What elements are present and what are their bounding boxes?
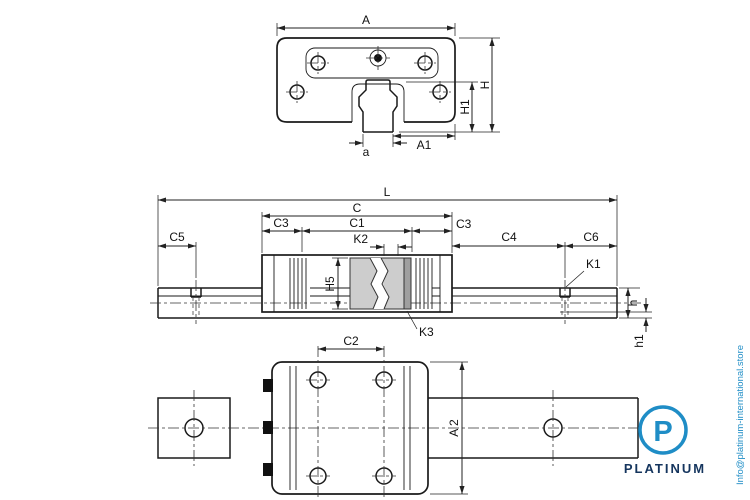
end-view-body (276, 37, 456, 133)
dim-label-A2: A 2 (447, 419, 461, 437)
dim-label-C3-right: C3 (456, 217, 472, 231)
seal-band-left (289, 258, 307, 309)
clamp-tab (263, 421, 273, 434)
dim-label-C4: C4 (501, 230, 517, 244)
side-view: L C C1 C3 C3 K2 C5 C4 C6 K1 (150, 185, 652, 348)
side-view-dimensions: L C C1 C3 C3 K2 C5 C4 C6 K1 (157, 185, 652, 348)
end-view-inner-boss (305, 47, 439, 79)
logo-circle (638, 405, 688, 455)
side-view-carriage (261, 254, 453, 313)
dim-label-H: H (478, 81, 492, 90)
top-view-carriage (263, 346, 429, 498)
end-seal-strip (403, 257, 412, 310)
dim-label-C2: C2 (343, 334, 359, 348)
dim-label-C1: C1 (349, 216, 365, 230)
dim-label-C6: C6 (583, 230, 599, 244)
logo-brand-text: PLATINUM (624, 461, 706, 476)
dim-label-a: a (363, 145, 370, 159)
logo-letter: P (653, 416, 672, 448)
top-view-dimensions: C2 A 2 (318, 334, 468, 495)
dim-label-L: L (384, 185, 391, 199)
dim-label-A: A (362, 13, 370, 27)
top-view-rail (148, 390, 646, 466)
end-view: A H H1 A1 a (276, 13, 500, 159)
watermark-logo: P PLATINUM Info@platinum-international.s… (624, 345, 746, 485)
dim-label-C5: C5 (169, 230, 185, 244)
dim-label-K1: K1 (586, 257, 601, 271)
logo-url-text: Info@platinum-international.store (735, 345, 746, 485)
top-view: C2 A 2 (148, 334, 646, 498)
dim-label-H5: H5 (323, 276, 337, 292)
seal-band-right (415, 258, 433, 309)
side-view-rail (150, 280, 643, 324)
dim-label-C: C (353, 201, 362, 215)
dim-label-h: h (626, 300, 640, 307)
dim-label-K2: K2 (353, 232, 368, 246)
clamp-tab (263, 463, 273, 476)
dim-label-C3-left: C3 (273, 216, 289, 230)
end-view-dimensions: A H H1 A1 a (276, 13, 500, 159)
dim-label-K3: K3 (419, 325, 434, 339)
rail-profile (358, 79, 398, 133)
dim-label-h1: h1 (632, 334, 646, 348)
clamp-tab (263, 379, 273, 392)
center-bolt-filled (374, 54, 382, 62)
dim-label-A1: A1 (417, 138, 432, 152)
dim-label-H1: H1 (458, 99, 472, 115)
